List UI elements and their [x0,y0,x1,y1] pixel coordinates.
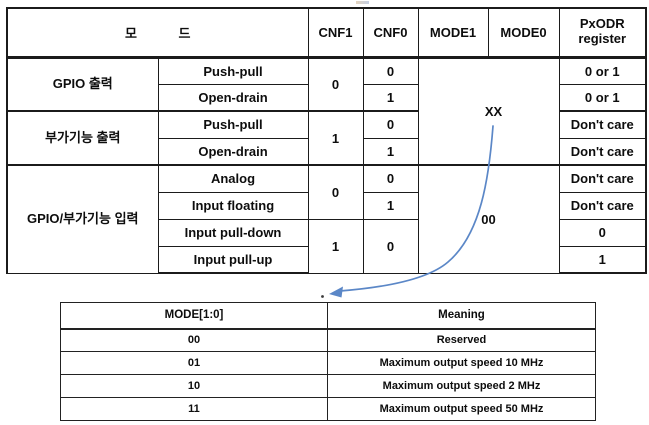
mode-cell: Input floating [157,191,309,220]
legend-mode-cell: 01 [60,351,328,375]
pxodr-cell: 0 [558,218,648,247]
cnf0-cell: 1 [362,137,419,166]
group-label-af-output: 부가기능 출력 [6,110,159,166]
legend-meaning-cell: Maximum output speed 50 MHz [327,397,596,421]
group-label-gpio-output: GPIO 출력 [6,56,159,112]
mode-cell: Open-drain [157,137,309,166]
col-header-mode0: MODE0 [487,7,560,59]
cnf1-cell: 0 [307,164,364,220]
mode-cell: Input pull-down [157,218,309,247]
col-header-pxodr: PxODR register [558,7,648,59]
mode-meaning-table: MODE[1:0] Meaning 00 Reserved 01 Maximum… [60,302,596,421]
legend-meaning-cell: Reserved [327,328,596,352]
cnf1-cell: 0 [307,56,364,112]
cnf0-cell: 0 [362,56,419,85]
cnf1-cell: 1 [307,110,364,166]
pxodr-cell: Don't care [558,164,648,193]
mode-bits-output-cell: XX [417,56,560,166]
legend-mode-cell: 00 [60,328,328,352]
mode-cell: Analog [157,164,309,193]
cnf0-cell: 1 [362,191,419,220]
mode-cell: Input pull-up [157,245,309,274]
col-header-mode: 모 드 [5,7,309,59]
arrow-head-icon [329,286,343,298]
group-label-gpio-af-input: GPIO/부가기능 입력 [6,164,159,274]
gpio-config-table: 모 드 CNF1 CNF0 MODE1 MODE0 PxODR register… [5,7,648,274]
pxodr-cell: Don't care [558,191,648,220]
col-header-mode1: MODE1 [417,7,489,59]
legend-meaning-cell: Maximum output speed 10 MHz [327,351,596,375]
legend-mode-cell: 11 [60,397,328,421]
mode-cell: Push-pull [157,56,309,85]
legend-header-meaning: Meaning [327,302,596,330]
cnf0-cell: 0 [362,164,419,193]
legend-header-mode: MODE[1:0] [60,302,328,330]
pxodr-cell: 0 or 1 [558,56,648,85]
cnf0-cell: 0 [362,218,419,274]
pxodr-cell: 1 [558,245,648,274]
mode-cell: Open-drain [157,83,309,112]
col-header-cnf1: CNF1 [307,7,364,59]
scan-artifact [356,1,369,4]
cnf0-cell: 1 [362,83,419,112]
mode-cell: Push-pull [157,110,309,139]
pxodr-cell: Don't care [558,137,648,166]
legend-meaning-cell: Maximum output speed 2 MHz [327,374,596,398]
stray-dot [321,295,324,298]
pxodr-cell: Don't care [558,110,648,139]
legend-mode-cell: 10 [60,374,328,398]
cnf1-cell: 1 [307,218,364,274]
col-header-cnf0: CNF0 [362,7,419,59]
mode-bits-input-cell: 00 [417,164,560,274]
cnf0-cell: 0 [362,110,419,139]
pxodr-cell: 0 or 1 [558,83,648,112]
